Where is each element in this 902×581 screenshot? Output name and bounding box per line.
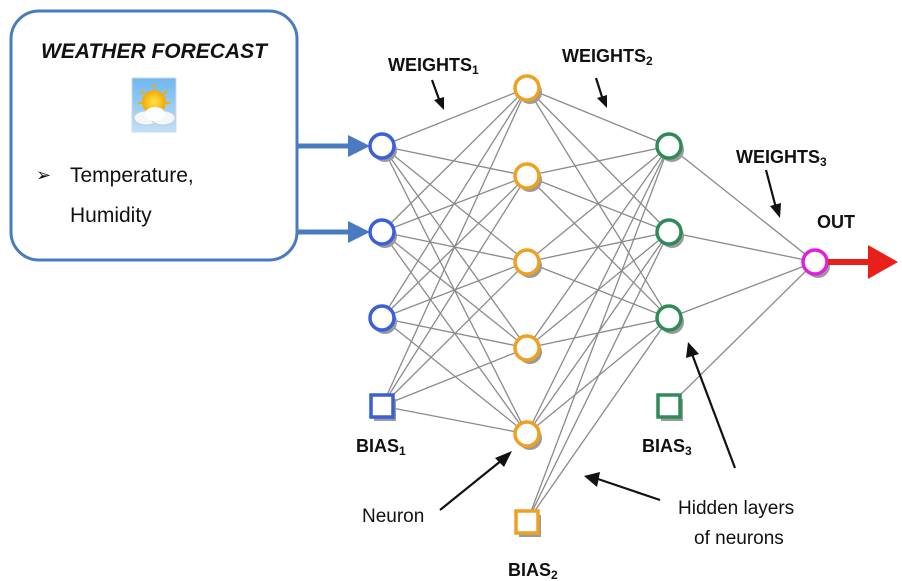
weights3-label: WEIGHTS3 <box>736 147 827 169</box>
input-box <box>9 9 299 262</box>
input-feature-line2: Humidity <box>70 204 152 227</box>
weight-connection-3 <box>668 261 816 319</box>
connection-lines <box>381 87 816 523</box>
output-neuron <box>801 248 829 276</box>
weight-connection-1 <box>381 317 528 435</box>
weight-connection-1 <box>381 87 528 407</box>
weight-connection-1 <box>381 317 528 349</box>
weight-connection-1 <box>381 145 528 177</box>
hidden1-neuron <box>513 334 541 362</box>
hidden2-neuron <box>655 218 683 246</box>
bias3-label: BIAS3 <box>642 436 692 458</box>
bias2-label: BIAS2 <box>508 560 558 581</box>
bias1-node <box>369 393 395 419</box>
neuron-pointer-arrow <box>439 451 512 511</box>
hidden-layers-label-line2: of neurons <box>694 528 784 549</box>
bias1-label: BIAS1 <box>356 436 406 458</box>
weight-connection-2 <box>526 231 670 523</box>
weight-connection-2 <box>526 87 670 147</box>
weight-connection-2 <box>526 145 670 177</box>
weight-connection-1 <box>381 261 528 407</box>
hidden2-neuron <box>655 304 683 332</box>
weight-connection-2 <box>526 145 670 263</box>
hidden1-neuron <box>513 248 541 276</box>
input-neuron <box>368 218 396 246</box>
input-neuron <box>368 132 396 160</box>
hidden1-neuron <box>513 162 541 190</box>
hidden-layers-label-line1: Hidden layers <box>678 498 794 519</box>
weight-connection-2 <box>526 145 670 349</box>
weights2-label: WEIGHTS2 <box>562 46 653 68</box>
weight-connection-1 <box>381 347 528 407</box>
weight-connection-3 <box>668 231 816 263</box>
input-neuron <box>368 304 396 332</box>
weight-connection-3 <box>668 261 816 407</box>
weights2-pointer-arrow <box>594 77 607 108</box>
weights1-pointer-arrow <box>430 79 444 110</box>
hidden2-neuron <box>655 132 683 160</box>
hidden1-neuron <box>513 420 541 448</box>
weight-connection-2 <box>526 145 670 435</box>
weight-connection-3 <box>668 145 816 263</box>
sun-behind-cloud-icon <box>131 77 177 133</box>
bullet-marker: ➢ <box>36 165 51 185</box>
weights1-label: WEIGHTS1 <box>388 55 479 77</box>
out-label: OUT <box>817 212 855 232</box>
hidden-pointer-arrow-2 <box>686 342 737 469</box>
input-arrow-2 <box>297 221 370 243</box>
bias3-node <box>656 393 682 419</box>
weight-connection-1 <box>381 87 528 319</box>
neuron-label: Neuron <box>362 506 424 527</box>
input-box-title: WEATHER FORECAST <box>41 40 269 63</box>
input-feature-line1: Temperature, <box>70 164 194 187</box>
weight-connection-2 <box>526 145 670 523</box>
neuron-nodes <box>368 74 830 537</box>
input-arrow-1 <box>297 135 370 157</box>
weight-connection-2 <box>526 87 670 233</box>
bias2-node <box>514 509 540 535</box>
weight-connection-1 <box>381 87 528 147</box>
weights3-pointer-arrow <box>764 169 781 218</box>
weight-connection-1 <box>381 175 528 407</box>
hidden-pointer-arrow-1 <box>584 472 661 502</box>
weight-connection-1 <box>381 405 528 435</box>
weight-connection-1 <box>381 87 528 233</box>
output-arrow <box>828 245 898 279</box>
weight-connection-2 <box>526 317 670 523</box>
hidden1-neuron <box>513 74 541 102</box>
